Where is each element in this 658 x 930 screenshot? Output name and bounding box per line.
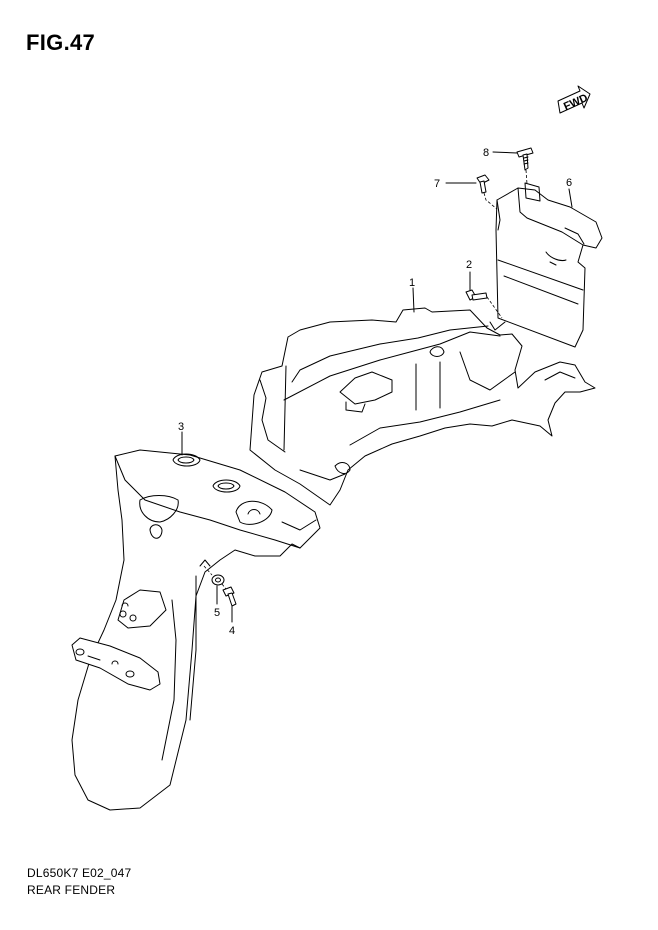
model-code: DL650K7 E02_047 xyxy=(27,866,132,880)
callout-5: 5 xyxy=(214,607,220,619)
callout-2: 2 xyxy=(466,259,472,271)
part-8-screw xyxy=(516,147,534,185)
fwd-label: FWD xyxy=(562,92,590,113)
callout-8: 8 xyxy=(483,147,489,159)
section-name: REAR FENDER xyxy=(27,883,116,897)
callout-3: 3 xyxy=(178,421,184,433)
part-3-rear-fender xyxy=(71,449,321,811)
callout-4: 4 xyxy=(229,625,235,637)
callout-leaders xyxy=(181,151,573,623)
figure-title: FIG.47 xyxy=(26,30,96,55)
callout-6: 6 xyxy=(566,177,572,189)
part-1-undertray xyxy=(249,307,596,506)
fwd-arrow-icon: FWD xyxy=(557,85,591,114)
callout-1: 1 xyxy=(409,277,415,289)
part-7-bolt xyxy=(476,174,498,210)
part-5-washer xyxy=(203,565,225,586)
part-6-rear-box xyxy=(495,182,603,348)
part-2-bolt xyxy=(465,289,503,319)
part-4-screw xyxy=(221,583,237,607)
callout-7: 7 xyxy=(434,178,440,190)
